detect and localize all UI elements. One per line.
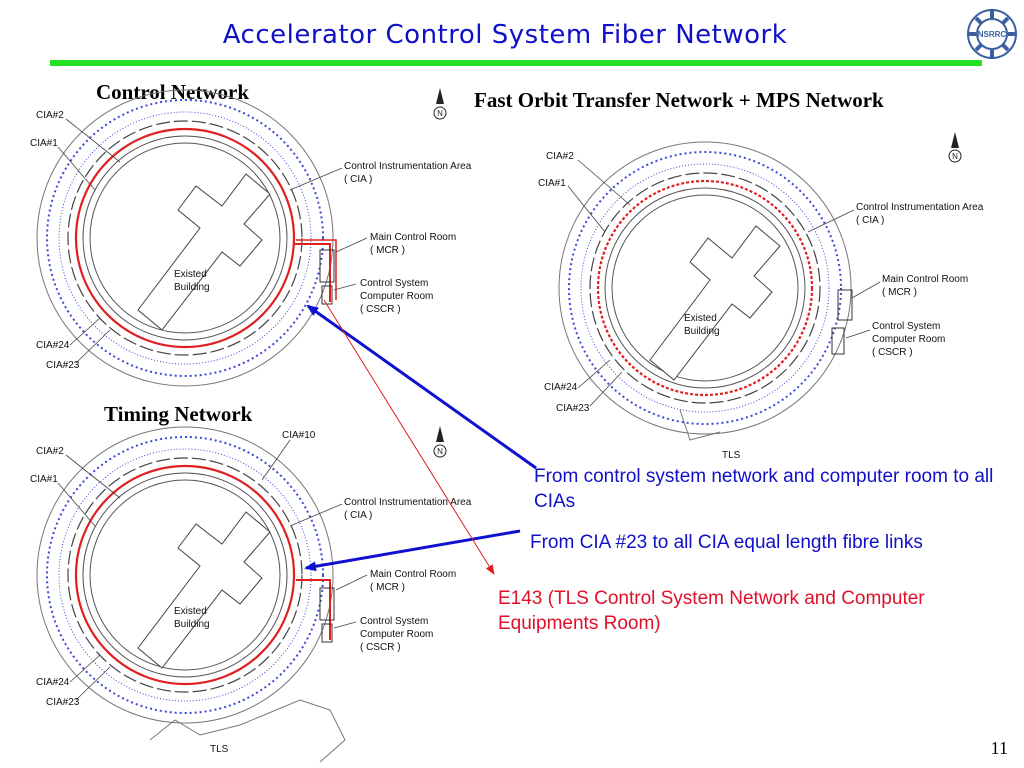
cia-area-abbrev: ( CIA ) — [344, 174, 372, 185]
cia2-label: CIA#2 — [36, 446, 64, 457]
north-arrow-icon: N — [948, 132, 962, 163]
cia2-label: CIA#2 — [36, 110, 64, 121]
timing-network-heading: Timing Network — [104, 402, 253, 426]
mcr-label: Main Control Room — [370, 569, 456, 580]
mcr-abbrev: ( MCR ) — [370, 582, 405, 593]
building-label-2: Building — [174, 282, 210, 293]
building-label-1: Existed — [684, 313, 717, 324]
e143-annotation: E143 (TLS Control System Network and Com… — [498, 588, 925, 634]
timing-callout-arrow — [304, 529, 521, 572]
north-arrow-icon: N — [433, 426, 447, 458]
mcr-abbrev: ( MCR ) — [370, 245, 405, 256]
cia23-label: CIA#23 — [556, 403, 590, 414]
control-network-diagram: CIA#2 CIA#1 CIA#24 CIA#23 Control Instru… — [30, 88, 472, 387]
cia2-label: CIA#2 — [546, 151, 574, 162]
cia1-label: CIA#1 — [30, 138, 58, 149]
cia10-label: CIA#10 — [282, 430, 316, 441]
cia24-label: CIA#24 — [36, 340, 70, 351]
fast-orbit-heading: Fast Orbit Transfer Network + MPS Networ… — [474, 88, 884, 112]
cscr-label-2: Computer Room — [872, 334, 945, 345]
cia24-label: CIA#24 — [36, 677, 70, 688]
cia-area-abbrev: ( CIA ) — [856, 215, 884, 226]
timing-network-diagram: CIA#10 CIA#2 CIA#1 CIA#24 CIA#23 Control… — [30, 426, 472, 763]
mcr-label: Main Control Room — [882, 274, 968, 285]
fast-orbit-diagram: CIA#2 CIA#1 CIA#24 CIA#23 Control Instru… — [538, 132, 984, 461]
north-arrow-icon: N — [433, 88, 447, 120]
building-label-2: Building — [684, 326, 720, 337]
svg-text:N: N — [437, 109, 443, 118]
cia23-label: CIA#23 — [46, 360, 80, 371]
building-label-2: Building — [174, 619, 210, 630]
cscr-label-1: Control System — [360, 616, 428, 627]
cscr-label-1: Control System — [872, 321, 940, 332]
page-number: 11 — [990, 738, 1008, 758]
cia-area-abbrev: ( CIA ) — [344, 510, 372, 521]
control-annotation: From control system network and computer… — [534, 466, 994, 512]
cia24-label: CIA#24 — [544, 382, 578, 393]
nsrrc-logo: NSRRC — [967, 9, 1017, 59]
logo-text: NSRRC — [978, 30, 1007, 39]
cscr-label-1: Control System — [360, 278, 428, 289]
tls-label: TLS — [722, 450, 741, 461]
cscr-abbrev: ( CSCR ) — [872, 347, 913, 358]
e143-callout-arrow — [323, 299, 495, 575]
mcr-abbrev: ( MCR ) — [882, 287, 917, 298]
building-label-1: Existed — [174, 269, 207, 280]
svg-text:N: N — [952, 152, 958, 161]
cia1-label: CIA#1 — [30, 474, 58, 485]
timing-annotation: From CIA #23 to all CIA equal length fib… — [530, 532, 923, 553]
tls-label: TLS — [210, 744, 229, 755]
control-network-heading: Control Network — [96, 80, 250, 104]
cia-area-label: Control Instrumentation Area — [344, 497, 472, 508]
svg-text:N: N — [437, 447, 443, 456]
cscr-abbrev: ( CSCR ) — [360, 642, 401, 653]
title-underline — [50, 60, 982, 66]
building-label-1: Existed — [174, 606, 207, 617]
cia-area-label: Control Instrumentation Area — [856, 202, 984, 213]
mcr-label: Main Control Room — [370, 232, 456, 243]
cia1-label: CIA#1 — [538, 178, 566, 189]
cia-area-label: Control Instrumentation Area — [344, 161, 472, 172]
cia23-label: CIA#23 — [46, 697, 80, 708]
cscr-label-2: Computer Room — [360, 291, 433, 302]
cscr-label-2: Computer Room — [360, 629, 433, 640]
slide-title: Accelerator Control System Fiber Network — [222, 20, 788, 50]
control-callout-arrow — [306, 304, 537, 470]
cscr-abbrev: ( CSCR ) — [360, 304, 401, 315]
